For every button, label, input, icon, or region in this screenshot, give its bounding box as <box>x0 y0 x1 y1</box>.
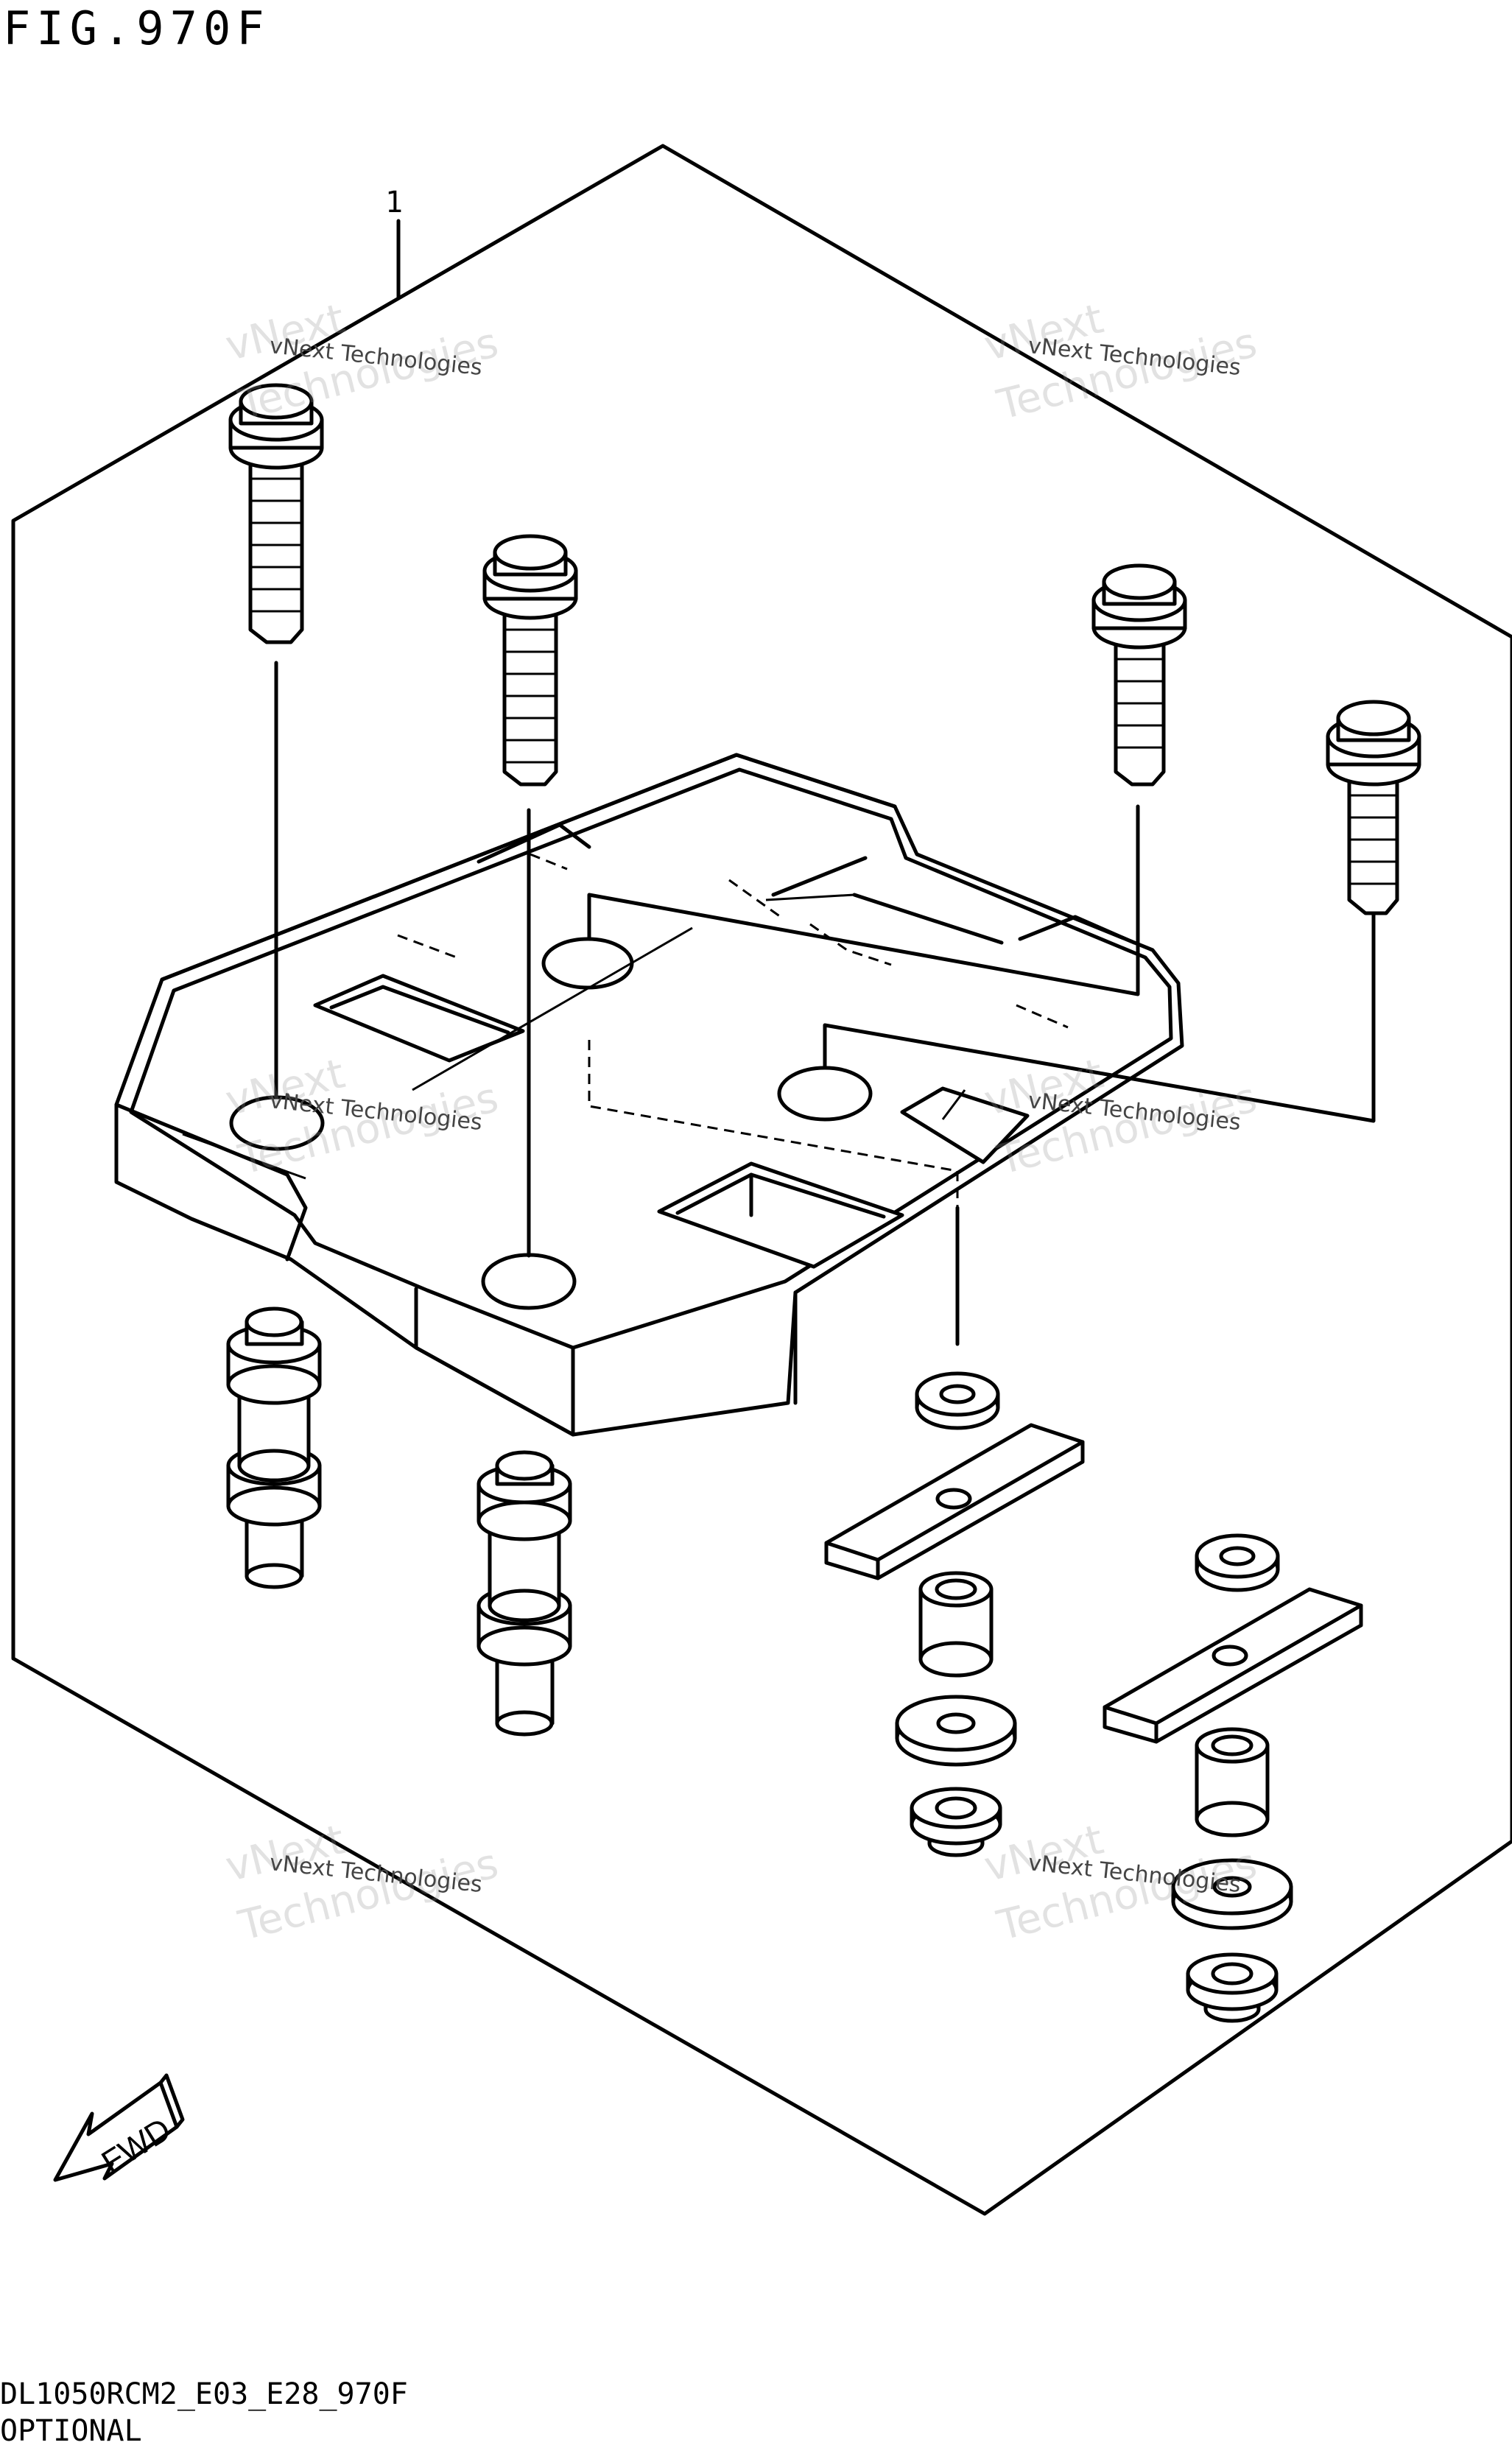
mount-hardware-set-a <box>824 1371 1085 1857</box>
bolt-4 <box>1326 700 1421 915</box>
bolt-3 <box>1091 563 1187 787</box>
bolt-1 <box>228 383 324 644</box>
carrier-plate <box>114 753 1184 1437</box>
kit-boundary-outline <box>11 144 1512 2216</box>
forward-direction-arrow-icon: FWD <box>53 2073 185 2182</box>
bolt-2 <box>482 534 578 787</box>
mount-hardware-set-b <box>1103 1533 1363 2023</box>
figure-title: FIG.970F <box>3 1 270 55</box>
spacer-collar-2 <box>477 1450 572 1737</box>
optional-note: OPTIONAL <box>0 2414 142 2448</box>
model-code: DL1050RCM2_E03_E28_970F <box>0 2377 408 2411</box>
part-callout-number: 1 <box>385 186 404 219</box>
assembly-guide-lines <box>274 661 1376 1346</box>
spacer-collar-1 <box>226 1306 322 1589</box>
